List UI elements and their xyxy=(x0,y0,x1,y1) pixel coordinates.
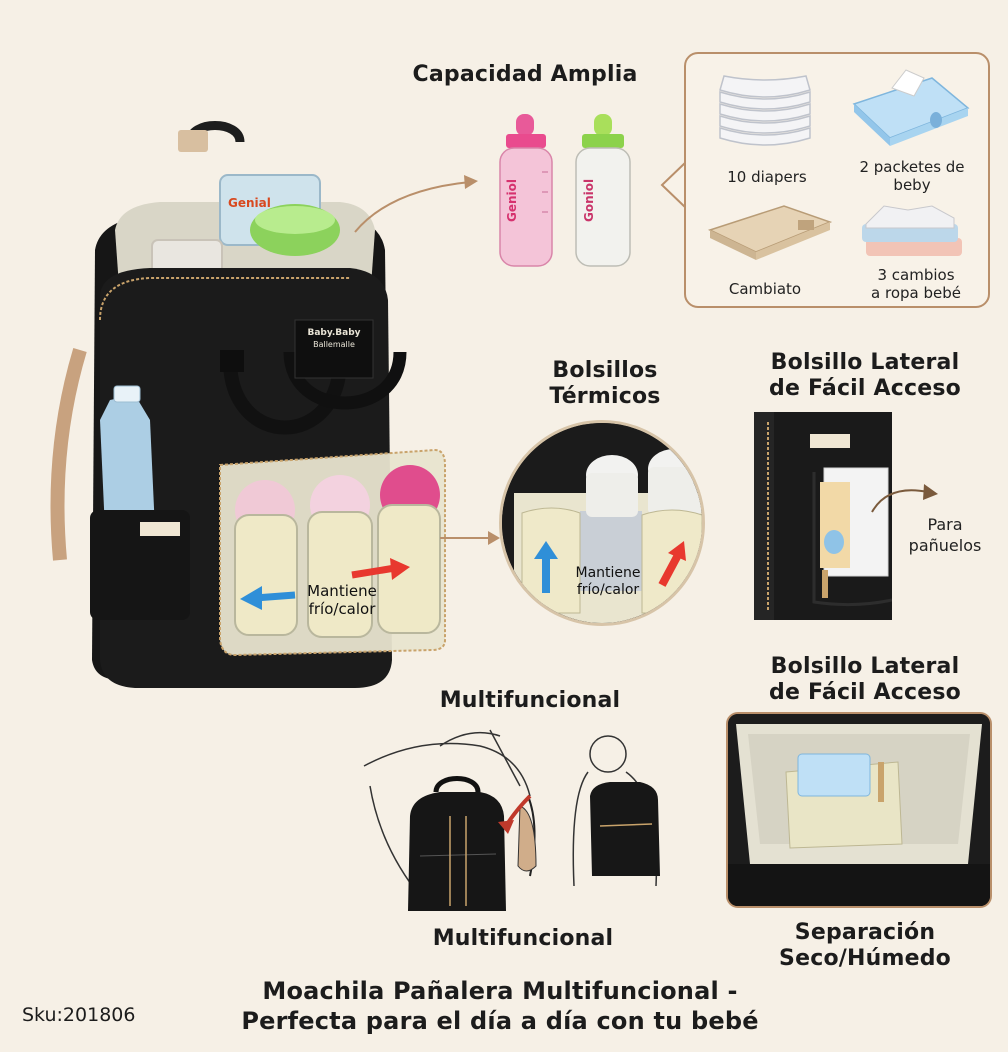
clothes-label-line2: a ropa bebé xyxy=(871,284,961,302)
side-pocket-heading-1-line2: de Fácil Acceso xyxy=(769,376,961,401)
arrow-to-bottles-icon xyxy=(354,175,478,233)
side-pocket-photo xyxy=(754,412,892,620)
side-pocket-heading-1-line1: Bolsillo Lateral xyxy=(770,350,960,375)
multifunction-heading: Multifuncional xyxy=(439,688,621,713)
thermal-main-line2: frío/calor xyxy=(308,600,376,618)
bag-tag-brand: Baby.Baby Ballemalle xyxy=(296,328,372,350)
multifunction-illustration xyxy=(363,729,660,911)
arrow-to-tissues-icon xyxy=(871,484,938,513)
capacity-heading: Capacidad Amplia xyxy=(412,62,638,87)
side-pocket-heading-1: Bolsillo Lateral de Fácil Acceso xyxy=(740,350,990,402)
bottle-brand-green: Goniol xyxy=(582,178,596,222)
separation-label-line2: Seco/Húmedo xyxy=(779,946,951,971)
clothes-label-line1: 3 cambios xyxy=(877,266,955,284)
side-pocket-heading-2-line1: Bolsillo Lateral xyxy=(770,654,960,679)
capacity-items-box: 10 diapers 2 packetes de beby Cambiato 3… xyxy=(684,52,990,308)
wipes-label: 2 packetes de beby xyxy=(842,158,982,194)
inner-compartment-image xyxy=(728,714,990,906)
thermal-heading: Bolsillos Térmicos xyxy=(510,358,700,410)
arrow-to-thermal-icon xyxy=(440,531,500,545)
thermal-pocket-zoom: Mantiene frío/calor xyxy=(499,420,705,626)
product-title: Moachila Pañalera Multifuncional - Perfe… xyxy=(210,976,790,1036)
thermal-pocket-zoom-image xyxy=(502,423,702,623)
product-title-line1: Moachila Pañalera Multifuncional - xyxy=(262,977,738,1005)
backpack-photo xyxy=(50,121,446,688)
clothes-label: 3 cambios a ropa bebé xyxy=(846,266,986,302)
changer-label: Cambiato xyxy=(728,280,802,298)
side-pocket-heading-2: Bolsillo Lateral de Fácil Acceso xyxy=(740,654,990,706)
tissues-note: Para pañuelos xyxy=(888,514,1002,556)
wipes-image xyxy=(852,69,970,146)
inner-compartment-photo xyxy=(726,712,992,908)
separation-label-line1: Separación xyxy=(794,920,936,945)
separation-label: Separación Seco/Húmedo xyxy=(740,920,990,972)
thermal-heading-line2: Térmicos xyxy=(549,384,661,409)
bag-tag-line1: Baby.Baby xyxy=(307,328,361,338)
wipes-label-line1: 2 packetes de xyxy=(859,158,965,176)
tissues-note-line1: Para xyxy=(927,515,963,534)
thermal-zoom-line1: Mantiene xyxy=(575,565,641,581)
diapers-label: 10 diapers xyxy=(727,168,807,186)
product-title-line2: Perfecta para el día a día con tu bebé xyxy=(241,1007,759,1035)
diapers-image xyxy=(719,75,811,146)
thermal-main-label: Mantiene frío/calor xyxy=(292,582,392,618)
baby-clothes-image xyxy=(862,205,962,256)
bottle-brand-pink: Geniol xyxy=(505,178,519,222)
multifunction-caption: Multifuncional xyxy=(432,926,614,951)
wipes-label-line2: beby xyxy=(893,176,931,194)
tissues-note-line2: pañuelos xyxy=(908,536,982,555)
sku-label: Sku:201806 xyxy=(22,1004,136,1026)
bag-tag-line2: Ballemalle xyxy=(313,340,355,349)
capacity-box-pointer xyxy=(660,161,687,209)
cup-brand-label: Genial xyxy=(228,196,271,210)
baby-bottles-image xyxy=(499,114,631,267)
thermal-zoom-line2: frío/calor xyxy=(576,582,640,598)
thermal-heading-line1: Bolsillos xyxy=(552,358,658,383)
side-pocket-image xyxy=(754,412,892,620)
thermal-zoom-label: Mantiene frío/calor xyxy=(558,565,658,599)
changing-pad-image xyxy=(707,205,833,260)
side-pocket-heading-2-line2: de Fácil Acceso xyxy=(769,680,961,705)
thermal-main-line1: Mantiene xyxy=(307,582,377,600)
